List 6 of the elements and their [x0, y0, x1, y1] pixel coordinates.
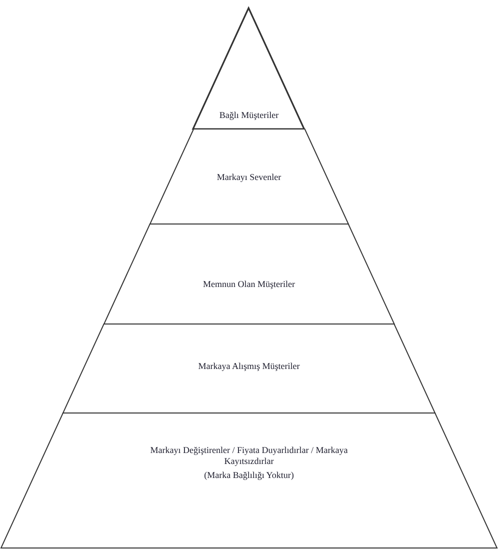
tier-label: Markaya Alışmış Müşteriler: [198, 361, 300, 372]
tier-label: Markayı Değiştirenler / Fiyata Duyarlıdırlar / Markaya Kayıtsızdırlar: [149, 445, 349, 467]
tier-label: Markayı Sevenler: [216, 172, 282, 183]
tier-label: Memnun Olan Müşteriler: [203, 279, 295, 290]
tier-label: Bağlı Müşteriler: [218, 110, 279, 121]
tier-label: (Marka Bağlılığı Yoktur): [204, 470, 294, 481]
